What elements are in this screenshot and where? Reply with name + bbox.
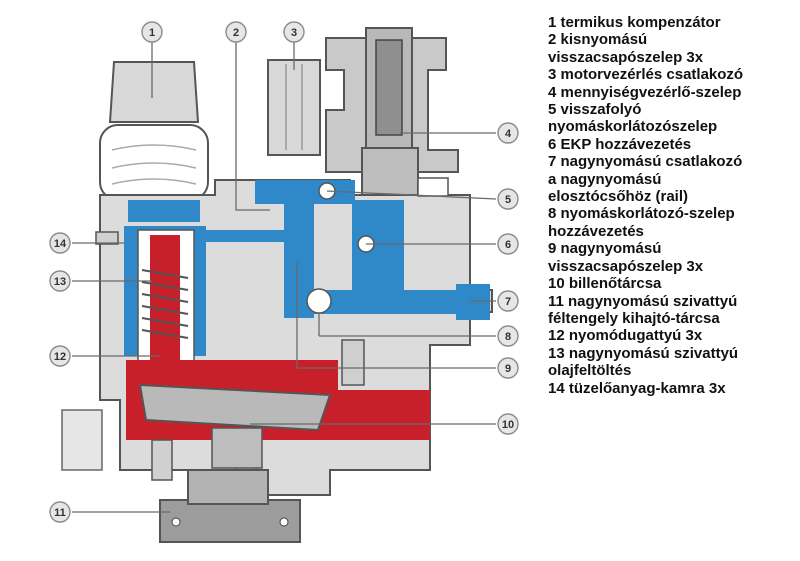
legend-line: visszacsapószelep 3x <box>548 257 704 275</box>
thermal-compensator <box>99 61 209 201</box>
callout-badge: 14 <box>49 232 71 254</box>
callout-badge: 3 <box>283 21 305 43</box>
engine-control-connector <box>267 59 321 156</box>
legend-list: 1 termikus kompenzátor 2 kisnyomású viss… <box>548 14 796 397</box>
callout-number: 6 <box>505 239 511 251</box>
oil-chamber <box>126 360 430 481</box>
legend-line: 5 visszafolyó <box>548 101 642 119</box>
legend-line: 14 tüzelőanyag-kamra 3x <box>548 379 726 397</box>
legend-line: 2 kisnyomású <box>548 31 648 49</box>
legend-line: 10 billenőtárcsa <box>548 275 662 293</box>
plunger-assembly <box>95 226 206 371</box>
legend-line: hozzávezetés <box>548 222 644 240</box>
legend-line: 12 nyomódugattyú 3x <box>548 327 703 345</box>
callout-badge: 4 <box>497 122 519 144</box>
callout-badge: 8 <box>497 325 519 347</box>
legend-line: 8 nyomáskorlátozó-szelep <box>548 205 735 223</box>
legend-line: 3 motorvezérlés csatlakozó <box>548 66 744 84</box>
legend-line: a nagynyomású <box>548 170 662 188</box>
callout-number: 12 <box>54 351 66 363</box>
legend-line: elosztócsőhöz (rail) <box>548 188 689 206</box>
callout-badge: 2 <box>225 21 247 43</box>
callout-badge: 1 <box>141 21 163 43</box>
callout-number: 9 <box>505 363 511 375</box>
callout-number: 7 <box>505 296 511 308</box>
callout-number: 13 <box>54 276 66 288</box>
legend-line: 13 nagynyomású szivattyú <box>548 344 739 362</box>
callout-badge: 6 <box>497 233 519 255</box>
callout-number: 14 <box>54 238 67 250</box>
callout-badge: 10 <box>497 413 519 435</box>
legend-line: 4 mennyiségvezérlő-szelep <box>548 83 742 101</box>
callout-number: 10 <box>502 419 514 431</box>
drive-flange <box>159 469 301 543</box>
legend-line: 9 nagynyomású <box>548 240 662 258</box>
quantity-control-valve <box>325 27 459 199</box>
legend-line: 7 nagynyomású csatlakozó <box>548 153 743 171</box>
pump-cutaway-diagram: 1 2 3 4 5 6 7 8 9 10 11 12 <box>49 21 519 543</box>
legend-line: olajfeltöltés <box>548 362 632 380</box>
legend-line: visszacsapószelep 3x <box>548 48 704 66</box>
callout-number: 1 <box>149 27 155 39</box>
legend-line: 1 termikus kompenzátor <box>548 14 721 31</box>
fuel-channels <box>128 180 490 320</box>
callout-number: 5 <box>505 194 511 206</box>
callout-number: 2 <box>233 27 239 39</box>
callout-badge: 9 <box>497 357 519 379</box>
legend-line: 6 EKP hozzávezetés <box>548 135 692 153</box>
legend-line: nyomáskorlátozószelep <box>548 118 718 136</box>
callout-badge: 5 <box>497 188 519 210</box>
legend-line: 11 nagynyomású szivattyú <box>548 292 738 310</box>
legend-line: féltengely kihajtó-tárcsa <box>548 309 720 327</box>
callout-badge: 12 <box>49 345 71 367</box>
callout-number: 3 <box>291 27 297 39</box>
callout-number: 4 <box>505 128 512 140</box>
callout-badge: 7 <box>497 290 519 312</box>
callout-number: 11 <box>54 507 66 519</box>
callout-badge: 13 <box>49 270 71 292</box>
callout-number: 8 <box>505 331 511 343</box>
callout-badge: 11 <box>49 501 71 523</box>
leader-lines <box>72 42 497 513</box>
